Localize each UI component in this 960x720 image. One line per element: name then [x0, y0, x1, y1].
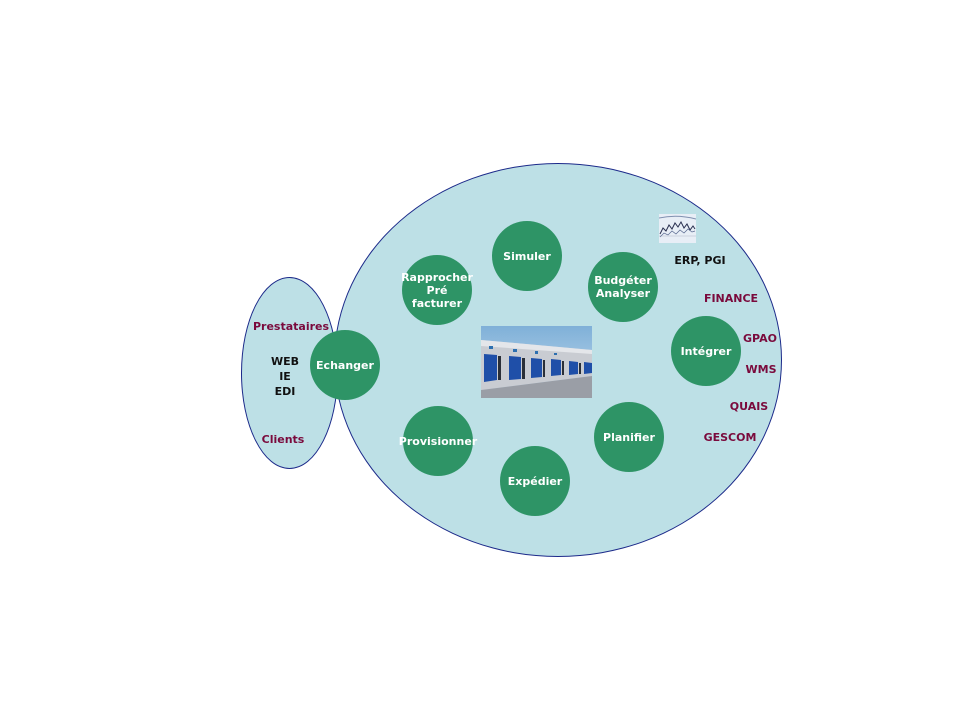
quais-label: QUAIS — [729, 400, 769, 413]
node-planifier: Planifier — [594, 402, 664, 472]
node-integrer: Intégrer — [671, 316, 741, 386]
prestataires-label: Prestataires — [252, 320, 330, 333]
gescom-label: GESCOM — [703, 431, 757, 444]
edi-label: EDI — [274, 385, 296, 398]
node-expedier: Expédier — [500, 446, 570, 516]
node-echanger: Echanger — [310, 330, 380, 400]
node-provisionner: Provisionner — [399, 406, 477, 476]
clients-label: Clients — [261, 433, 305, 446]
web-label: WEB — [270, 355, 300, 368]
gpao-label: GPAO — [743, 332, 777, 345]
node-rapprocher: Rapprocher Pré facturer — [401, 255, 473, 325]
node-simuler: Simuler — [492, 221, 562, 291]
finance-label: FINANCE — [703, 292, 759, 305]
ie-label: IE — [279, 370, 291, 383]
channel-list: WEB IE EDI — [271, 354, 299, 399]
chart-thumbnail-icon — [659, 214, 696, 243]
warehouse-image — [481, 326, 592, 398]
node-budgeter: Budgéter Analyser — [588, 252, 658, 322]
wms-label: WMS — [745, 363, 777, 376]
erp-label: ERP, PGI — [674, 254, 726, 267]
